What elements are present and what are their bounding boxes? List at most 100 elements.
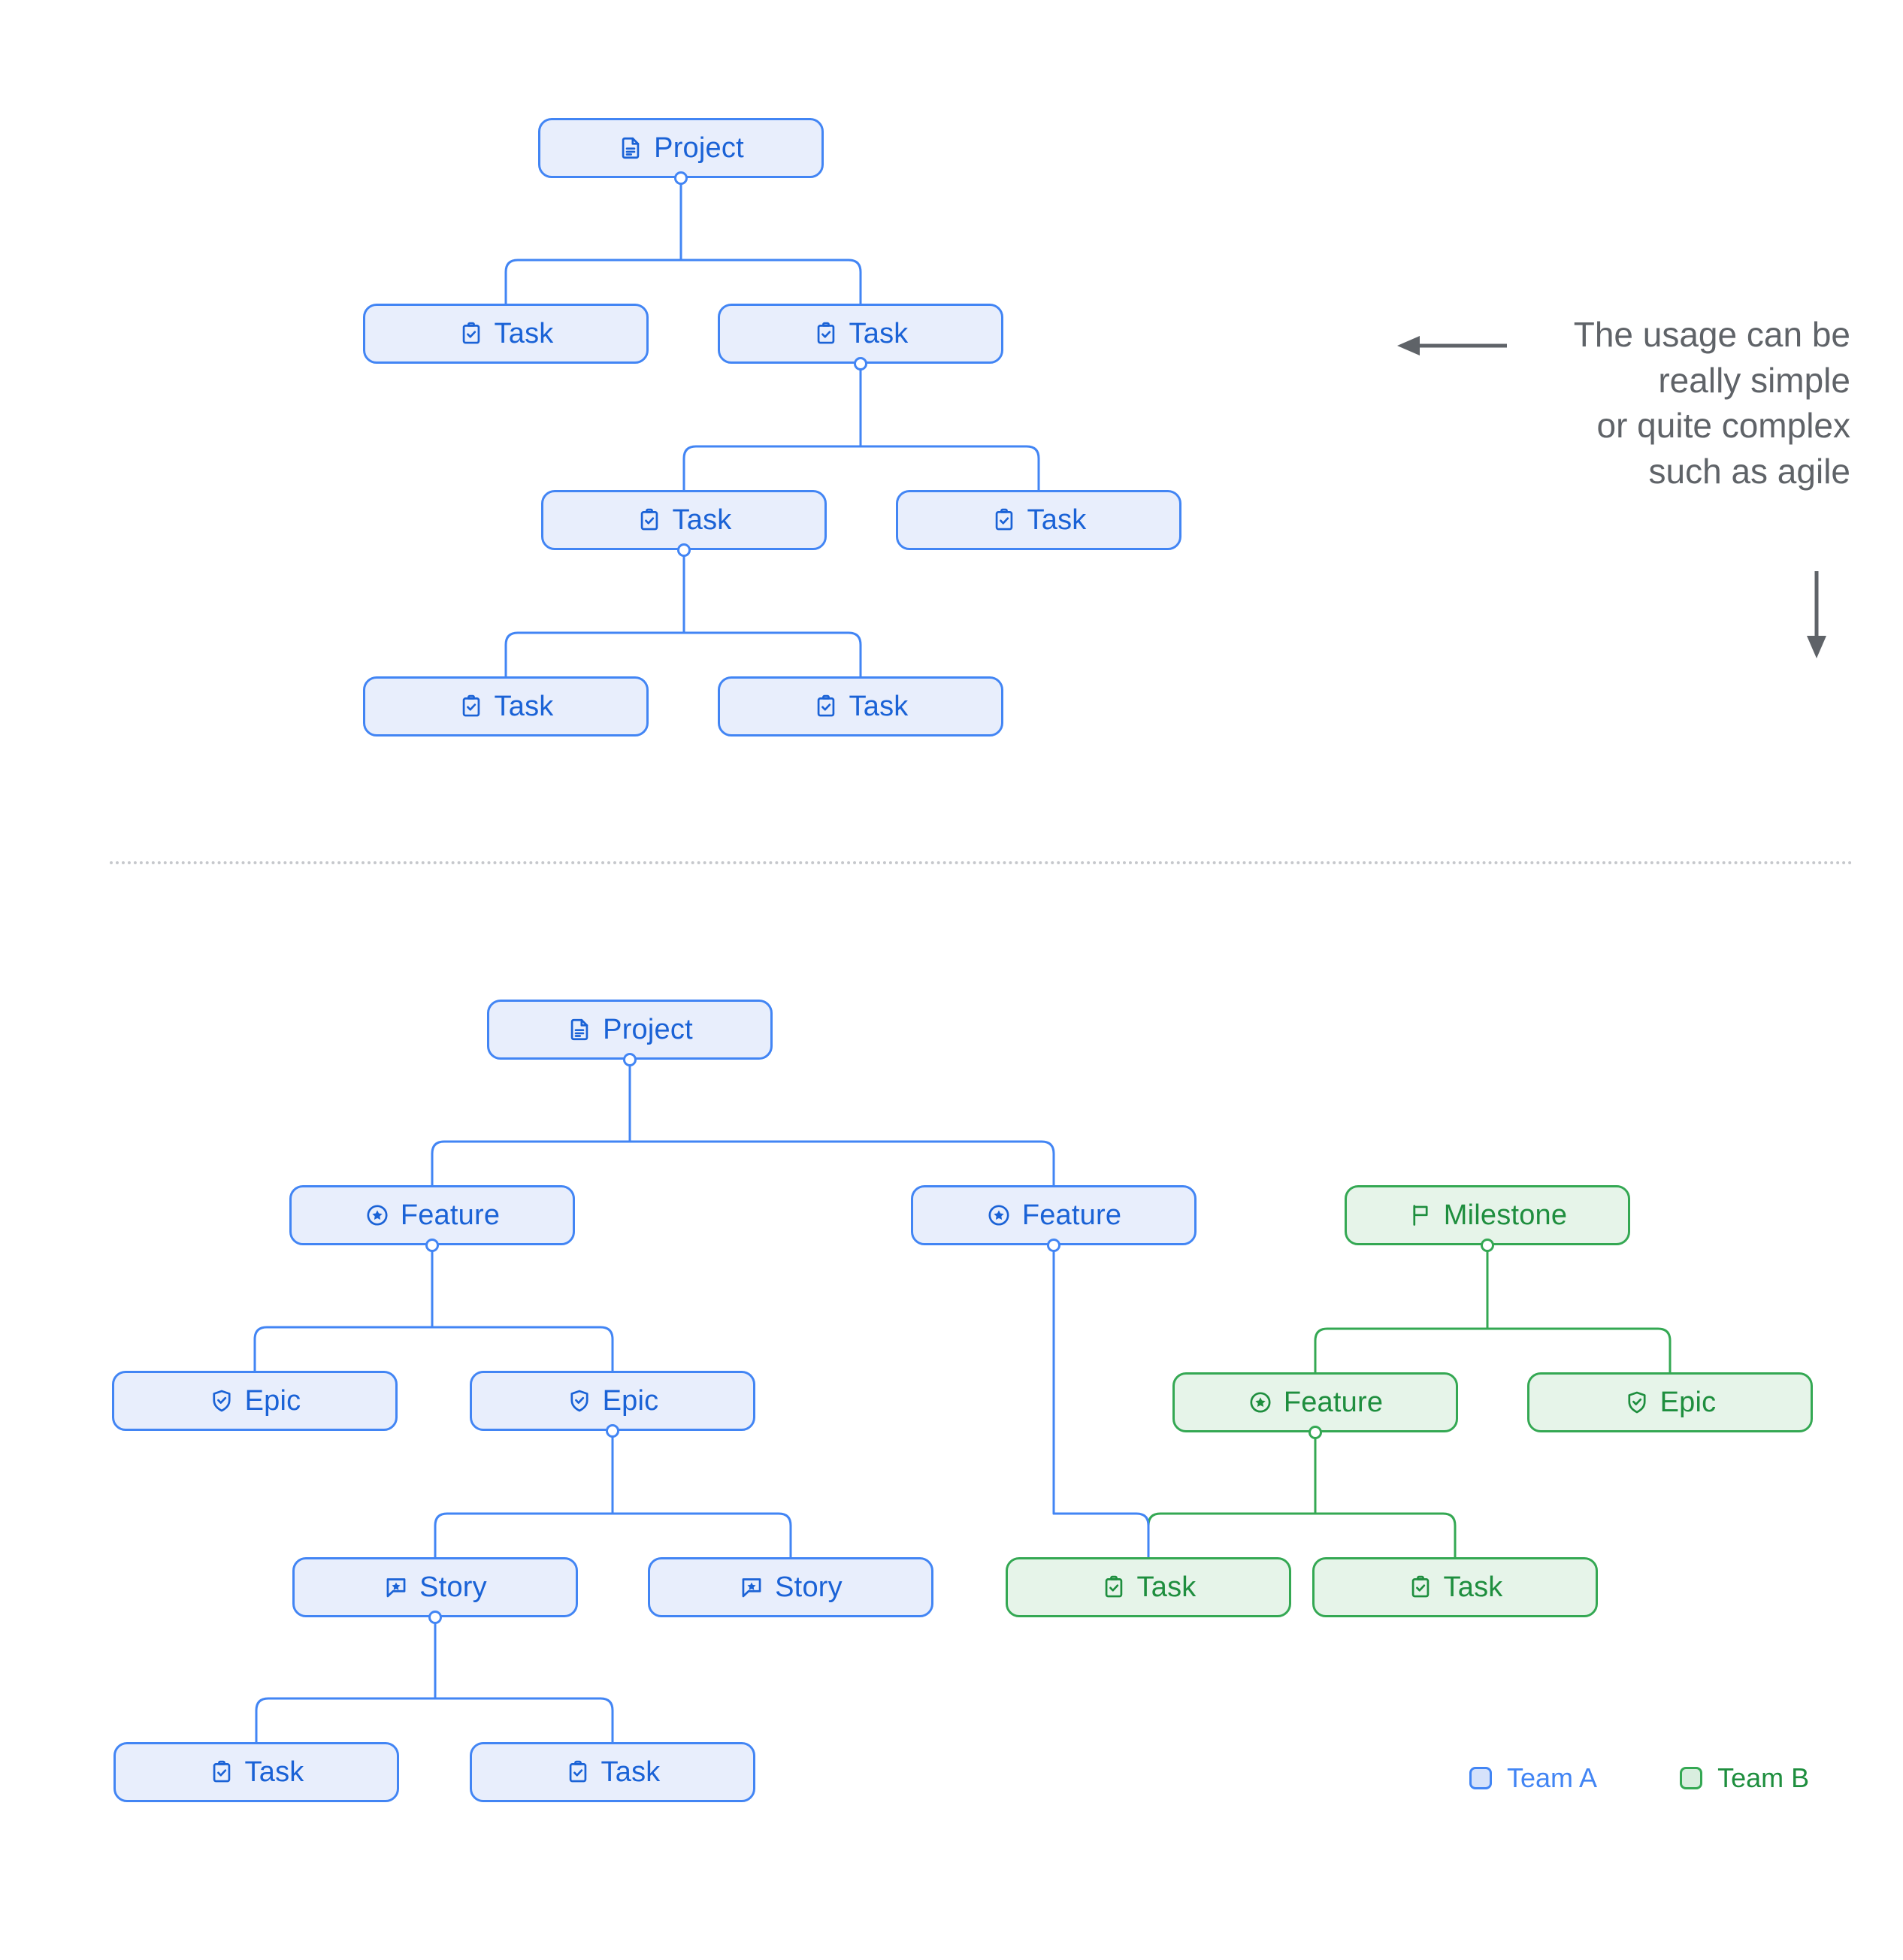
annotation-line-1: really simple [1658, 360, 1850, 400]
section-divider [110, 861, 1853, 864]
connector-edge [504, 631, 685, 678]
connector-port [1481, 1239, 1494, 1252]
node-label: Project [654, 132, 744, 164]
connector-edge [1486, 1327, 1672, 1374]
node-feature[interactable]: Feature [1172, 1372, 1458, 1432]
annotation-line-3: such as agile [1648, 452, 1851, 492]
legend-label-team-b: Team B [1717, 1762, 1810, 1793]
star-circle-icon [365, 1202, 390, 1228]
connector-edge [431, 1326, 614, 1372]
clipboard-check-icon [209, 1759, 234, 1785]
connector-edge [434, 1512, 614, 1559]
node-label: Epic [1659, 1387, 1717, 1418]
node-label: Feature [1021, 1199, 1122, 1231]
legend-swatch-green [1680, 1767, 1703, 1789]
node-task[interactable]: Task [541, 490, 827, 550]
connector-edge [504, 259, 682, 305]
node-milestone[interactable]: Milestone [1345, 1185, 1630, 1245]
connector-edge [859, 445, 1040, 492]
node-task[interactable]: Task [363, 676, 649, 737]
arrow-down-icon [1807, 571, 1826, 658]
connector-edge [255, 1697, 437, 1744]
connector-port [854, 357, 867, 371]
clipboard-check-icon [1101, 1574, 1127, 1600]
speech-star-icon [383, 1574, 409, 1600]
connector-edge [434, 1697, 614, 1744]
node-task[interactable]: Task [1312, 1557, 1598, 1617]
clipboard-check-icon [565, 1759, 591, 1785]
connector-port [1309, 1426, 1322, 1439]
node-label: Story [775, 1571, 843, 1603]
node-task[interactable]: Task [363, 304, 649, 364]
node-label: Task [494, 318, 554, 349]
node-task[interactable]: Task [896, 490, 1181, 550]
connector-edge [682, 631, 862, 678]
shield-check-icon [209, 1388, 234, 1414]
node-task[interactable]: Task [470, 1742, 755, 1802]
flag-icon [1408, 1202, 1433, 1228]
connector-edge [1147, 1512, 1317, 1559]
node-label: Feature [1283, 1387, 1384, 1418]
clipboard-check-icon [637, 507, 662, 533]
document-icon [567, 1017, 592, 1042]
connector-port [428, 1611, 442, 1624]
clipboard-check-icon [458, 321, 484, 346]
star-circle-icon [986, 1202, 1012, 1228]
legend: Team A Team B [1469, 1762, 1809, 1794]
node-label: Milestone [1443, 1199, 1568, 1231]
node-story[interactable]: Story [292, 1557, 578, 1617]
legend-item-team-b: Team B [1680, 1762, 1809, 1794]
node-epic[interactable]: Epic [470, 1371, 755, 1431]
node-label: Feature [400, 1199, 501, 1231]
node-story[interactable]: Story [648, 1557, 933, 1617]
annotation-line-0: The usage can be [1573, 315, 1850, 354]
clipboard-check-icon [458, 694, 484, 719]
connector-edge [682, 445, 862, 492]
node-project[interactable]: Project [538, 118, 824, 178]
connector-edge [628, 1140, 1055, 1187]
clipboard-check-icon [1408, 1574, 1433, 1600]
node-label: Project [603, 1014, 693, 1045]
clipboard-check-icon [813, 321, 839, 346]
node-label: Task [244, 1756, 304, 1788]
node-task[interactable]: Task [1006, 1557, 1291, 1617]
arrow-left-icon [1397, 336, 1507, 355]
node-feature[interactable]: Feature [289, 1185, 575, 1245]
node-label: Story [419, 1571, 487, 1603]
shield-check-icon [1624, 1390, 1650, 1415]
node-epic[interactable]: Epic [112, 1371, 398, 1431]
connector-port [677, 543, 691, 557]
node-task[interactable]: Task [718, 676, 1003, 737]
node-label: Task [601, 1756, 661, 1788]
connector-edge [679, 259, 862, 305]
annotation-line-2: or quite complex [1596, 406, 1851, 446]
node-task[interactable]: Task [113, 1742, 399, 1802]
connector-edge [253, 1326, 434, 1372]
clipboard-check-icon [813, 694, 839, 719]
node-task[interactable]: Task [718, 304, 1003, 364]
connector-edge [611, 1512, 792, 1559]
star-circle-icon [1248, 1390, 1273, 1415]
node-label: Task [494, 691, 554, 722]
node-epic[interactable]: Epic [1527, 1372, 1813, 1432]
connector-port [674, 171, 688, 185]
node-label: Task [849, 318, 909, 349]
connector-port [1047, 1239, 1060, 1252]
connector-edge [1314, 1512, 1457, 1559]
connector-edge [431, 1140, 631, 1187]
node-label: Epic [602, 1385, 659, 1417]
legend-label-team-a: Team A [1507, 1762, 1598, 1793]
shield-check-icon [567, 1388, 592, 1414]
connector-edge [1314, 1327, 1489, 1374]
connector-edge [1052, 1512, 1150, 1559]
connector-port [425, 1239, 439, 1252]
node-feature[interactable]: Feature [911, 1185, 1197, 1245]
node-label: Task [1136, 1571, 1197, 1603]
legend-swatch-blue [1469, 1767, 1492, 1789]
node-label: Epic [244, 1385, 301, 1417]
node-project[interactable]: Project [487, 1000, 773, 1060]
clipboard-check-icon [991, 507, 1017, 533]
annotation-text-block: The usage can be really simple or quite … [1574, 312, 1850, 495]
